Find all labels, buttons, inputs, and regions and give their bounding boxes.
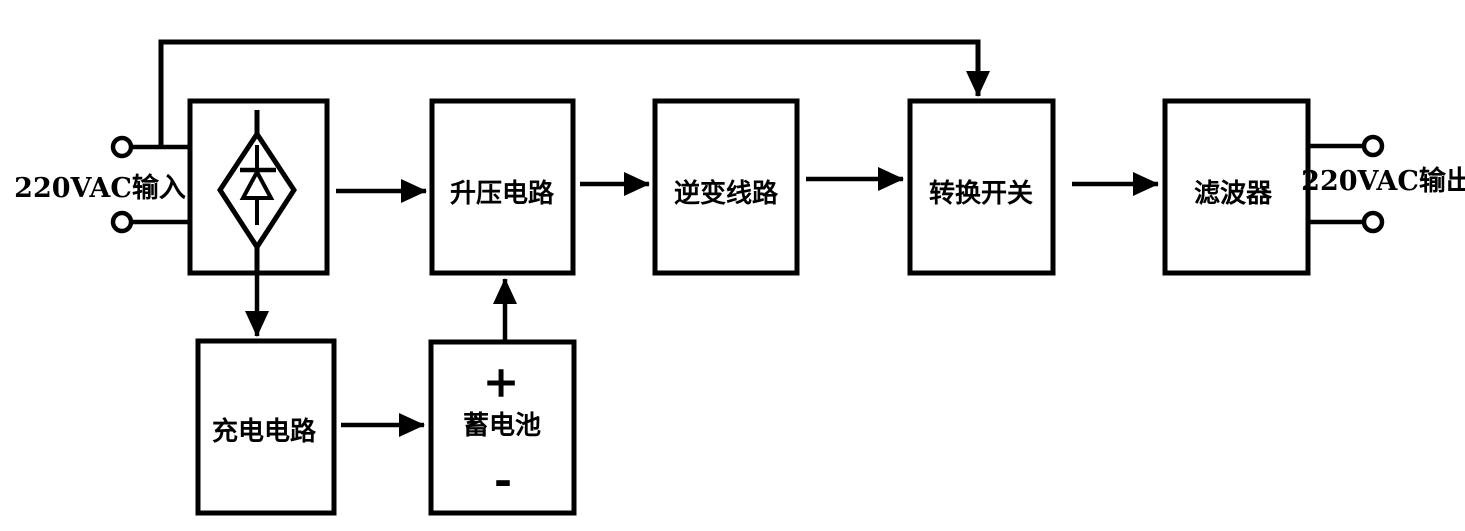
battery-label: 蓄电池 (463, 411, 541, 441)
battery-plus-label: + (483, 357, 520, 408)
filter-block (1162, 98, 1311, 276)
battery-block (428, 339, 577, 516)
inverter-block (652, 98, 800, 276)
charger-label: 充电电路 (212, 416, 317, 447)
input-label: 220VAC输入 (14, 172, 186, 204)
boost-circuit-label: 升压电路 (450, 178, 555, 209)
charger-block (195, 338, 337, 516)
rectifier-diode-icon (217, 110, 297, 273)
transfer-switch-label: 转换开关 (929, 179, 1033, 209)
battery-minus-label: - (494, 455, 512, 506)
input-terminal-bottom (110, 210, 134, 234)
transfer-switch-block (907, 98, 1056, 276)
filter-label: 滤波器 (1194, 179, 1273, 209)
input-terminal-top (110, 135, 134, 159)
output-label: 220VAC输出 (1301, 165, 1465, 197)
bypass-wire (158, 39, 990, 149)
output-terminal-top (1361, 134, 1385, 158)
inverter-label: 逆变线路 (674, 178, 779, 209)
output-terminal-bottom (1361, 210, 1385, 234)
boost-circuit-block (429, 98, 576, 276)
